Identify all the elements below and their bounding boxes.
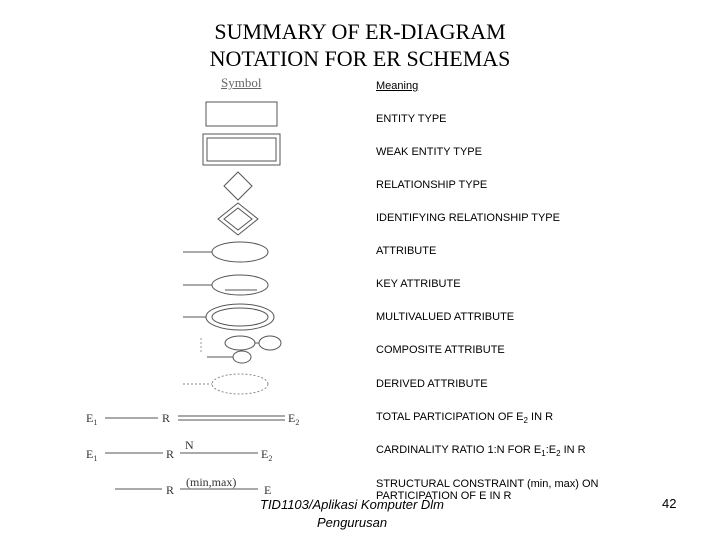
cardinality-e1-label: E1 xyxy=(86,447,97,463)
meaning-column-header: Meaning xyxy=(376,80,419,92)
meaning-derived-attribute: DERIVED ATTRIBUTE xyxy=(376,378,488,390)
relationship-type-symbol xyxy=(223,171,253,201)
meaning-relationship-type: RELATIONSHIP TYPE xyxy=(376,179,488,191)
meaning-composite-attribute: COMPOSITE ATTRIBUTE xyxy=(376,344,505,356)
meaning-card-sub1: 1 xyxy=(541,449,546,459)
key-attribute-symbol xyxy=(183,274,269,296)
footer: TID1103/Aplikasi Komputer Dlm Pengurusan xyxy=(252,496,452,532)
structural-r-label: R xyxy=(166,483,174,497)
attribute-symbol xyxy=(183,241,269,263)
structural-minmax-label: (min,max) xyxy=(186,475,236,489)
title-line-1: SUMMARY OF ER-DIAGRAM xyxy=(214,19,506,44)
footer-line-1: TID1103/Aplikasi Komputer Dlm xyxy=(260,497,444,512)
page-title: SUMMARY OF ER-DIAGRAM NOTATION FOR ER SC… xyxy=(0,18,720,72)
weak-entity-type-symbol xyxy=(202,133,281,166)
meaning-total-participation: TOTAL PARTICIPATION OF E2 IN R xyxy=(376,411,553,425)
cardinality-e2-label: E2 xyxy=(261,447,272,463)
meaning-structural-constraint: STRUCTURAL CONSTRAINT (min, max) ON PART… xyxy=(376,478,599,502)
meaning-multivalued-attribute: MULTIVALUED ATTRIBUTE xyxy=(376,311,515,323)
footer-line-2: Pengurusan xyxy=(316,515,388,530)
symbol-column-header: Symbol xyxy=(221,75,262,90)
meaning-total-sub: 2 xyxy=(523,416,528,426)
total-e2-label: E2 xyxy=(288,411,299,427)
meaning-cardinality-ratio: CARDINALITY RATIO 1:N FOR E1:E2 IN R xyxy=(376,444,586,458)
total-e1-label: E1 xyxy=(86,411,97,427)
derived-attribute-symbol xyxy=(183,373,269,395)
multivalued-attribute-symbol xyxy=(183,303,275,331)
cardinality-r-label: R xyxy=(166,447,174,461)
meaning-total-post: IN R xyxy=(527,411,554,423)
structural-e-label: E xyxy=(264,483,271,497)
meaning-identifying-relationship-type: IDENTIFYING RELATIONSHIP TYPE xyxy=(376,212,560,224)
meaning-card-post: IN R xyxy=(560,444,586,456)
title-line-2: NOTATION FOR ER SCHEMAS xyxy=(209,46,511,71)
meaning-total-pre: TOTAL PARTICIPATION OF E xyxy=(376,411,524,423)
meaning-card-mid: :E xyxy=(545,444,557,456)
page-number: 42 xyxy=(662,496,677,511)
identifying-relationship-type-symbol xyxy=(217,202,259,236)
cardinality-n-label: N xyxy=(185,438,194,452)
total-r-label: R xyxy=(162,411,170,425)
entity-type-symbol xyxy=(205,101,278,127)
composite-attribute-symbol xyxy=(200,335,282,364)
structural-constraint-symbol: R (min,max) E xyxy=(115,475,271,497)
meaning-weak-entity-type: WEAK ENTITY TYPE xyxy=(376,146,482,158)
meaning-card-sub2: 2 xyxy=(556,449,561,459)
meaning-key-attribute: KEY ATTRIBUTE xyxy=(376,278,461,290)
total-participation-symbol: E1 R E2 xyxy=(86,411,299,427)
meaning-entity-type: ENTITY TYPE xyxy=(376,113,447,125)
cardinality-ratio-symbol: E1 R N E2 xyxy=(86,438,272,463)
meaning-attribute: ATTRIBUTE xyxy=(376,245,437,257)
meaning-card-pre: CARDINALITY RATIO 1:N FOR E xyxy=(376,444,542,456)
